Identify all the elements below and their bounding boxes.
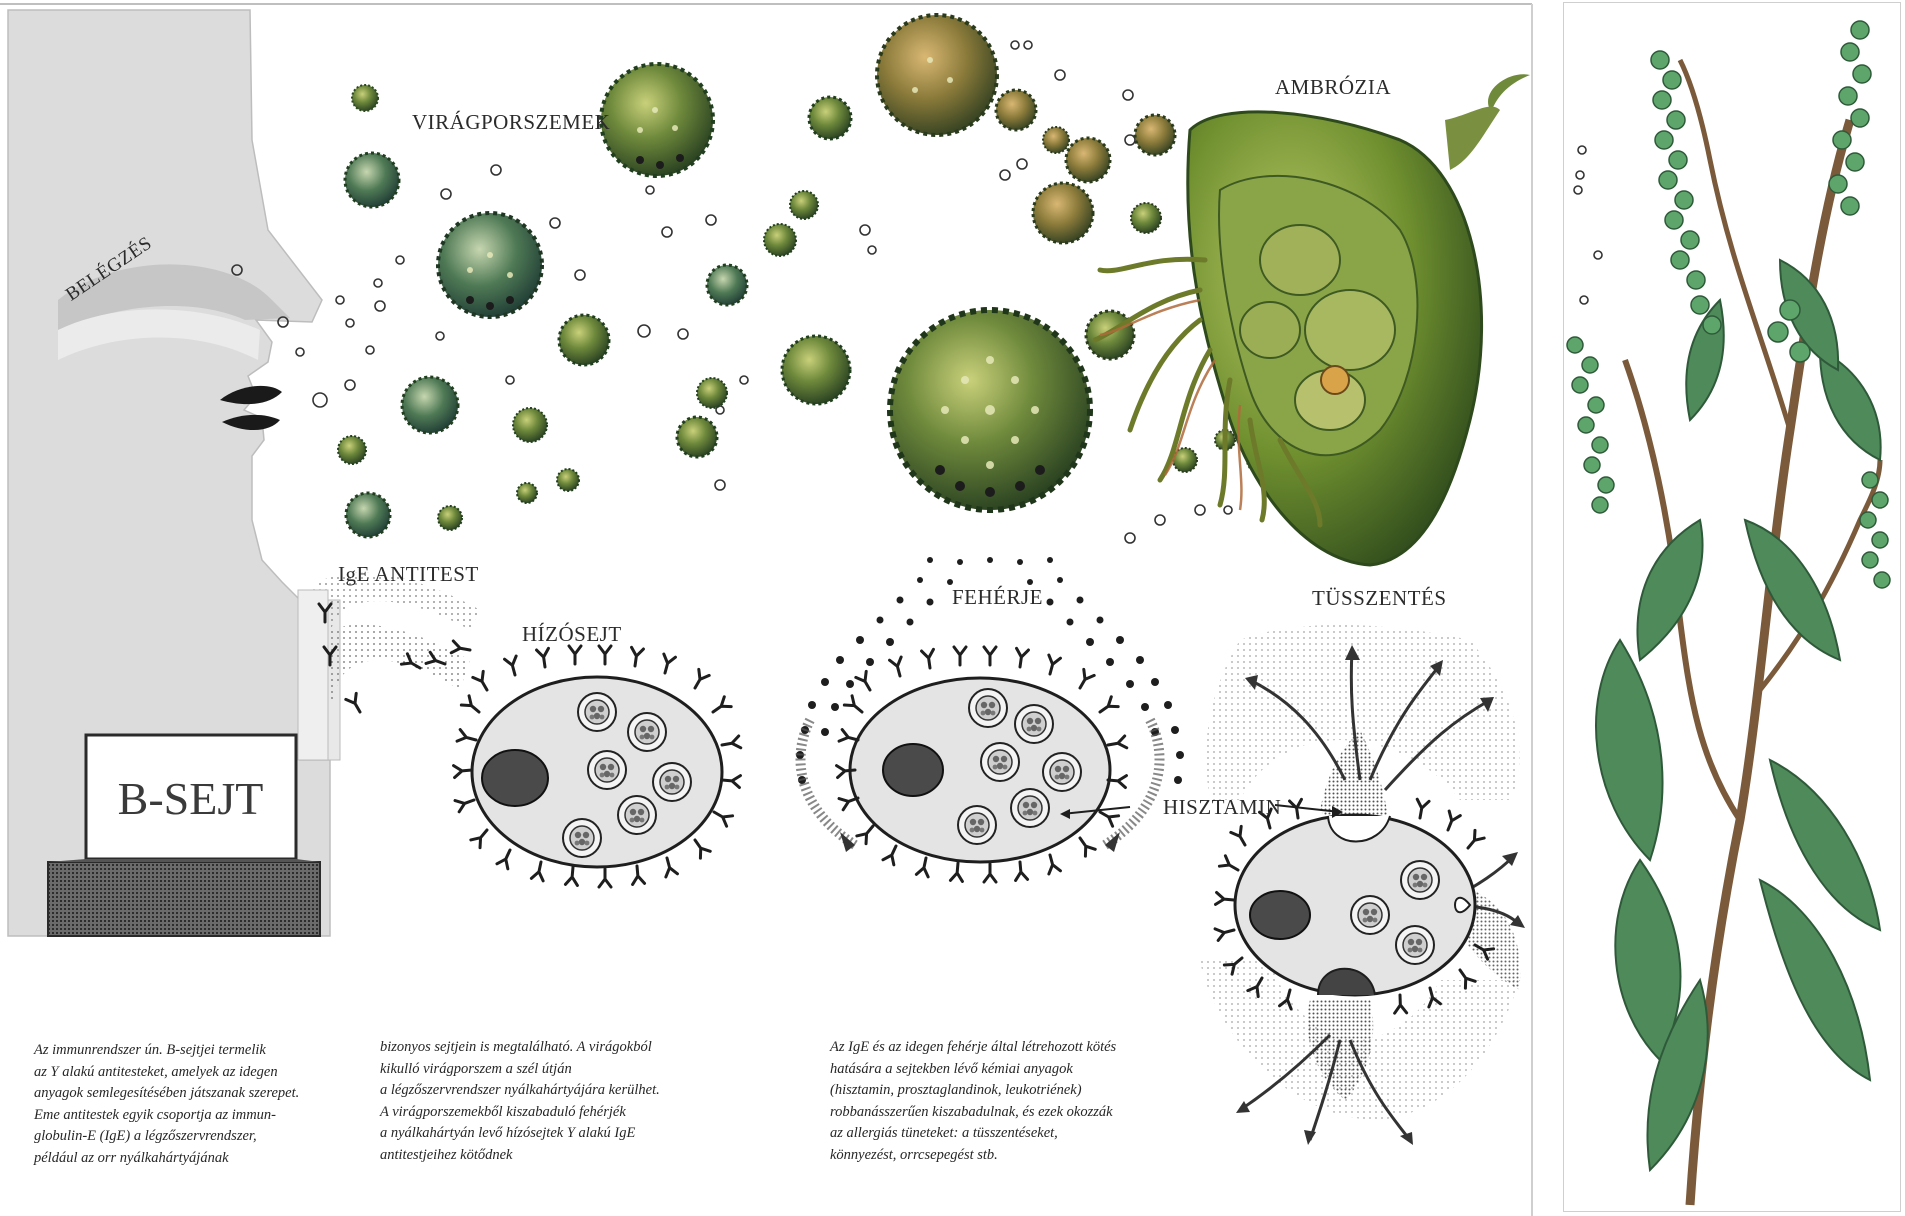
label-b-sejt: B-SEJT (88, 738, 293, 858)
caption-line: A virágporszemekből kiszabaduló fehérjék (380, 1102, 660, 1124)
label-ige-antitest: IgE ANTITEST (338, 562, 479, 587)
caption-line: Az immunrendszer ún. B-sejtjei termelik (34, 1040, 299, 1062)
caption-line: Eme antitestek egyik csoportja az immun- (34, 1105, 299, 1127)
caption-line: antitestjeihez kötődnek (380, 1145, 660, 1167)
caption-column-1: Az immunrendszer ún. B-sejtjei termelik … (34, 1040, 299, 1169)
caption-line: kikulló virágporszem a szél útján (380, 1059, 660, 1081)
antibody-ducts (298, 573, 480, 761)
caption-line: könnyezést, orrcsepegést stb. (830, 1145, 1116, 1167)
caption-line: például az orr nyálkahártyájának (34, 1148, 299, 1170)
label-tusszentes: TÜSSZENTÉS (1312, 586, 1447, 611)
pollen-grains (338, 15, 1324, 537)
caption-line: Az IgE és az idegen fehérje által létreh… (830, 1037, 1116, 1059)
label-ambrozia: AMBRÓZIA (1275, 75, 1391, 100)
plant-panel-frame (1563, 2, 1901, 1212)
caption-line: az allergiás tüneteket: a tüsszentéseket… (830, 1123, 1116, 1145)
caption-line: globulin-E (IgE) a légzőszervrendszer, (34, 1126, 299, 1148)
mast-cell-2 (800, 647, 1159, 882)
caption-line: bizonyos sejtjein is megtalálható. A vir… (380, 1037, 660, 1059)
caption-line: a nyálkahártyán levő hízósejtek Y alakú … (380, 1123, 660, 1145)
label-hisztamin: HISZTAMIN (1163, 795, 1281, 820)
caption-column-2: bizonyos sejtjein is megtalálható. A vir… (380, 1037, 660, 1166)
caption-line: az Y alakú antitesteket, amelyek az ideg… (34, 1062, 299, 1084)
label-viragporszemek: VIRÁGPORSZEMEK (412, 110, 610, 135)
caption-line: anyagok semlegesítésében játszanak szere… (34, 1083, 299, 1105)
caption-line: hatására a sejtekben lévő kémiai anyagok (830, 1059, 1116, 1081)
caption-line: robbanásszerűen kiszabadulnak, és ezek o… (830, 1102, 1116, 1124)
caption-line: (hisztamin, prosztaglandinok, leukotrién… (830, 1080, 1116, 1102)
pollen-grain-icon (338, 15, 1324, 537)
caption-column-3: Az IgE és az idegen fehérje által létreh… (830, 1037, 1116, 1166)
label-feherje: FEHÉRJE (952, 585, 1043, 610)
label-hizosejt: HÍZÓSEJT (522, 622, 622, 647)
caption-line: a légzőszervrendszer nyálkahártyájára ke… (380, 1080, 660, 1102)
mast-cell-1 (454, 646, 741, 887)
